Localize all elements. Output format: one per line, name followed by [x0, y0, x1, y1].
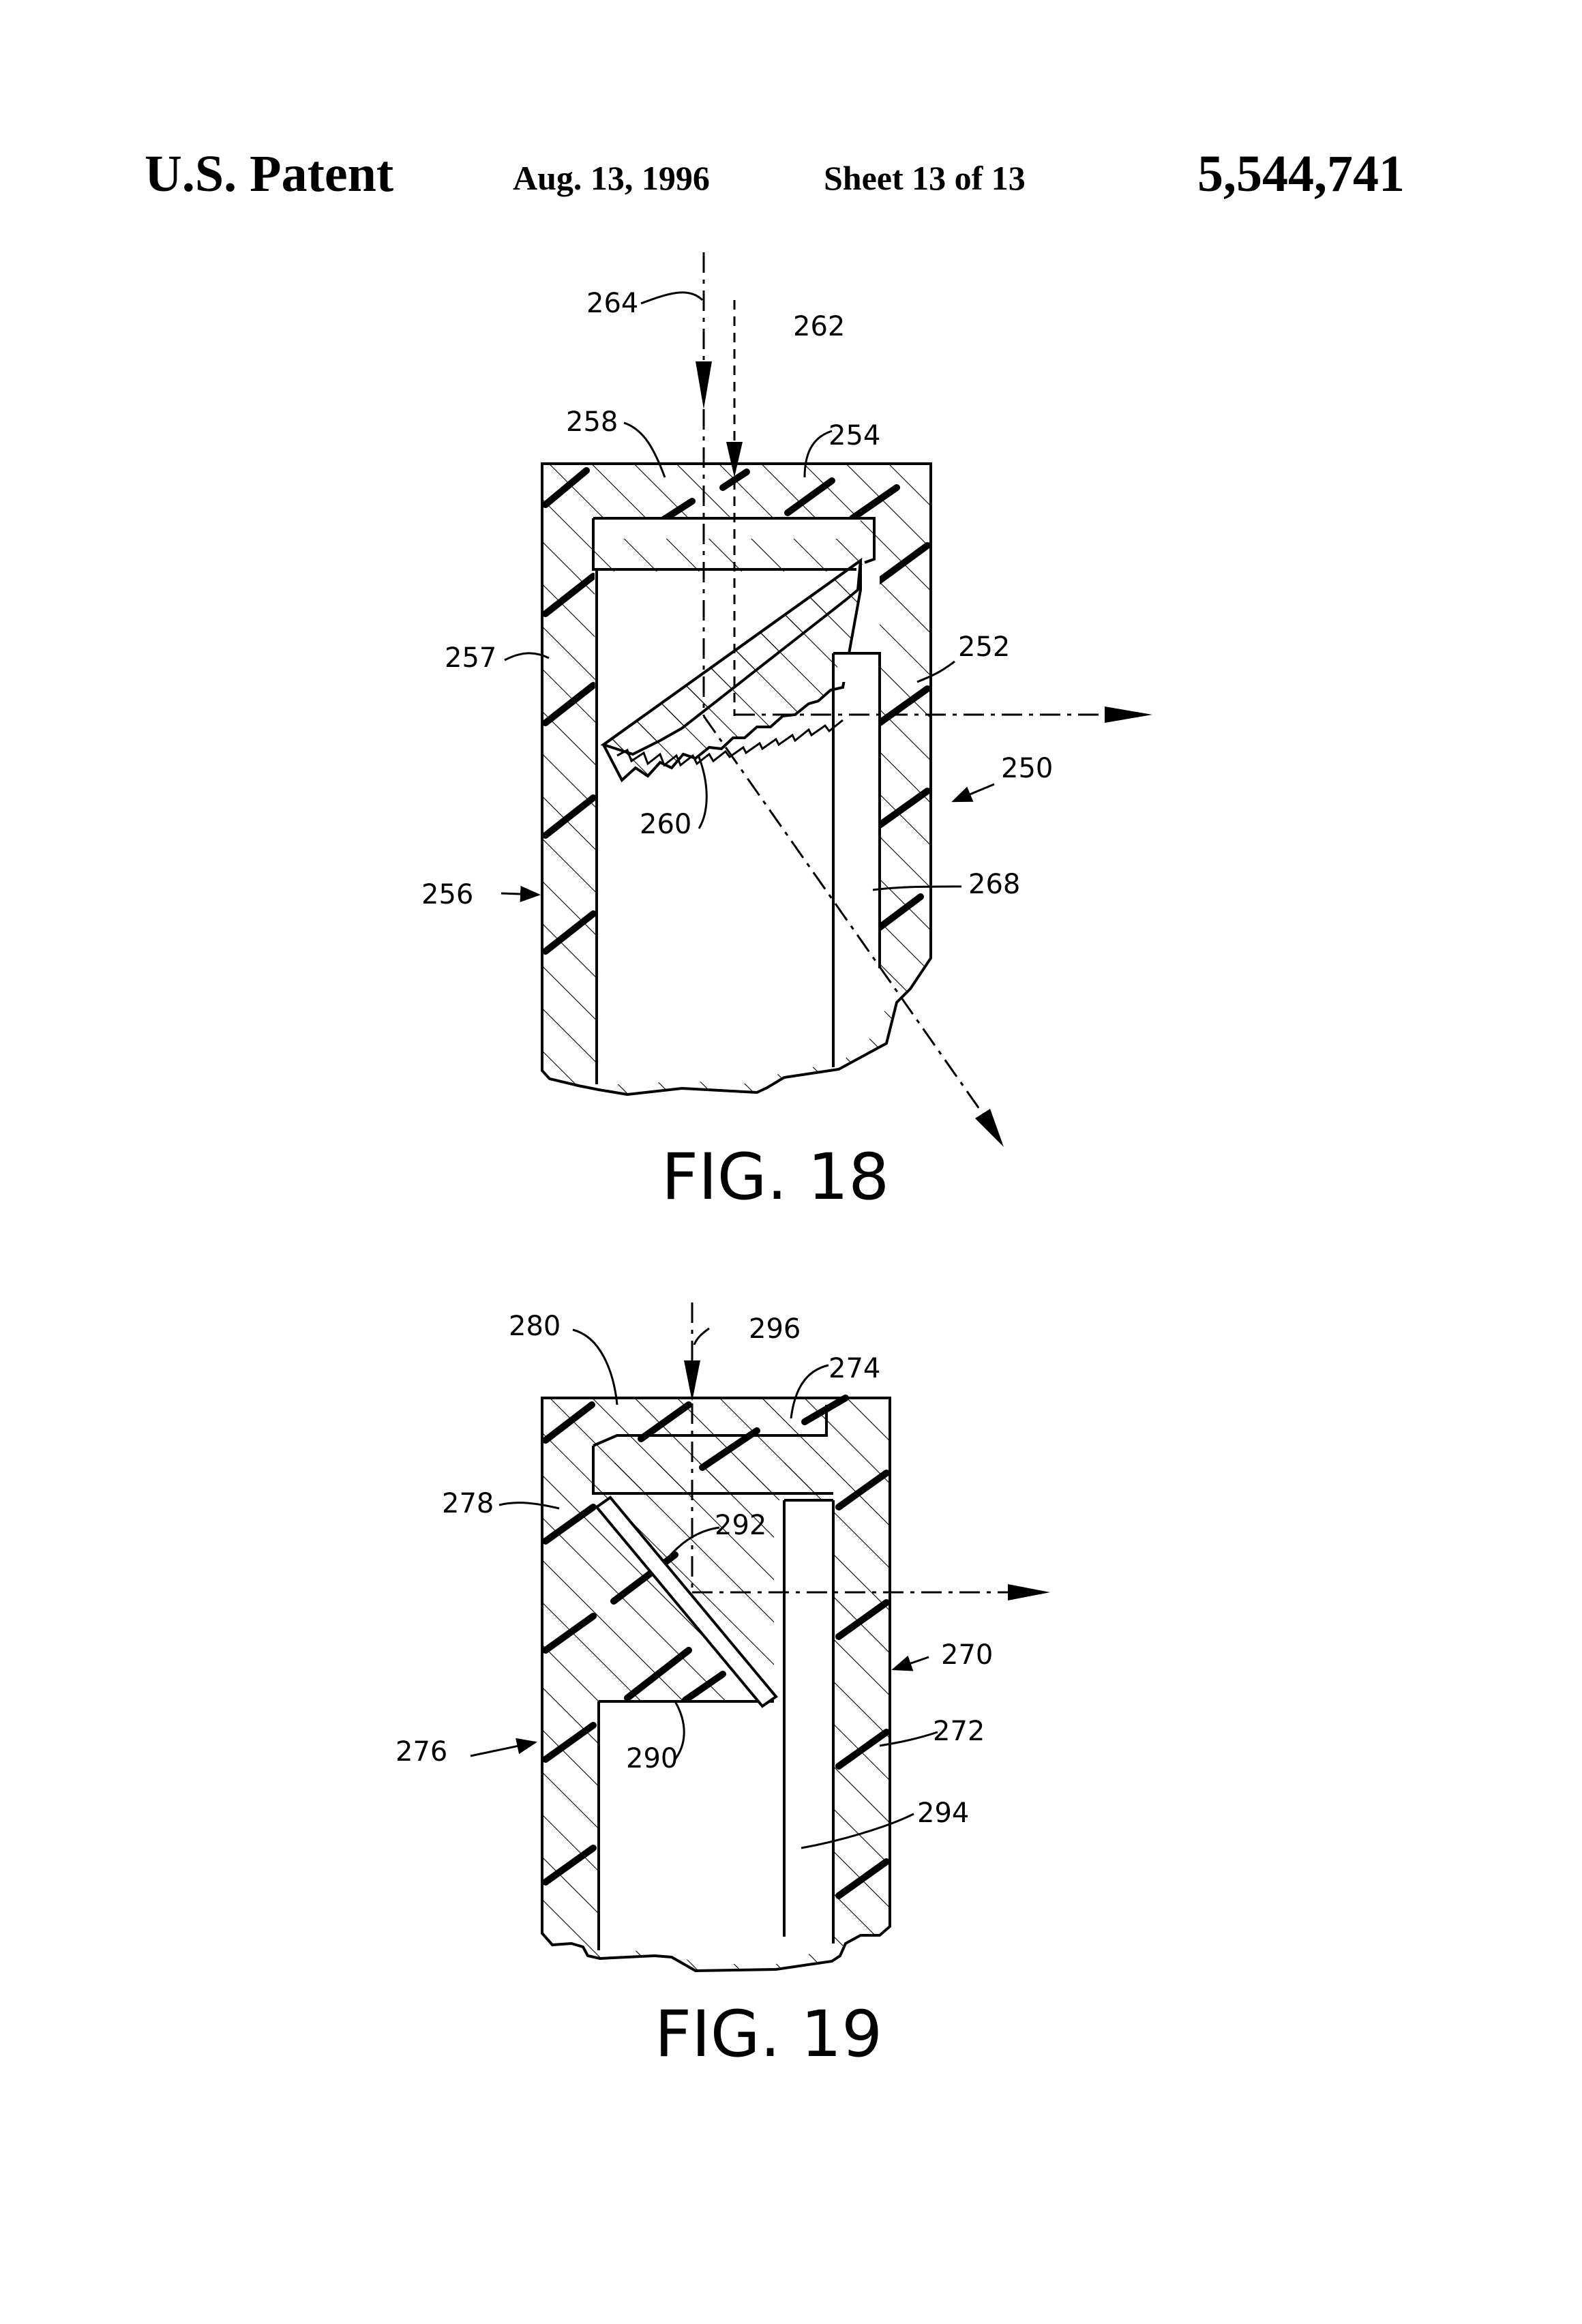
fig19-drawing: 280 296 274 278 292 270 272 276 290 294 … — [395, 1302, 1050, 2072]
fig19-waveguide — [783, 1499, 835, 1943]
label-292: 292 — [715, 1510, 766, 1541]
fig19-arrow-296 — [684, 1360, 700, 1401]
label-254: 254 — [829, 420, 880, 451]
issue-date: Aug. 13, 1996 — [513, 159, 710, 197]
label-257: 257 — [445, 642, 496, 674]
label-258: 258 — [566, 406, 618, 438]
fig18-leaders — [504, 291, 962, 891]
fig18-beam-diag — [702, 715, 997, 1133]
patent-title: U.S. Patent — [145, 145, 394, 203]
fig18-serrations — [616, 719, 844, 767]
label-290: 290 — [626, 1743, 678, 1774]
fig19-caption: FIG. 19 — [655, 1997, 882, 2072]
label-260: 260 — [640, 809, 691, 840]
fig19-mirror — [595, 1495, 778, 1708]
label-278: 278 — [442, 1488, 494, 1519]
fig18-drawing: 264 262 258 254 257 252 250 260 256 268 … — [421, 252, 1152, 1215]
fig18-bold-hatch — [542, 467, 931, 955]
label-268: 268 — [968, 869, 1020, 900]
fig19-cavity — [599, 1500, 833, 1964]
label-256: 256 — [421, 879, 473, 910]
fig18-arrow-out — [1105, 706, 1152, 723]
label-270: 270 — [941, 1639, 993, 1671]
label-250: 250 — [1001, 753, 1053, 784]
fig18-caption: FIG. 18 — [661, 1140, 889, 1215]
fig18-arrow-264 — [696, 361, 712, 409]
fig19-arrow-out — [1008, 1584, 1050, 1600]
label-276: 276 — [395, 1736, 447, 1768]
label-294: 294 — [917, 1798, 969, 1829]
fig18-arrow-262 — [726, 442, 743, 477]
label-262: 262 — [793, 311, 845, 342]
label-280: 280 — [509, 1311, 561, 1342]
fig18-arrow-diag — [975, 1109, 1004, 1147]
fig19-leaders — [498, 1327, 938, 1849]
label-264: 264 — [586, 288, 638, 319]
sheet-number: Sheet 13 of 13 — [824, 159, 1026, 197]
label-252: 252 — [958, 631, 1010, 663]
fig18-waveguide — [832, 652, 881, 1067]
label-296: 296 — [749, 1313, 801, 1345]
label-272: 272 — [933, 1716, 985, 1747]
patent-number: 5,544,741 — [1197, 145, 1405, 203]
label-274: 274 — [829, 1353, 880, 1384]
